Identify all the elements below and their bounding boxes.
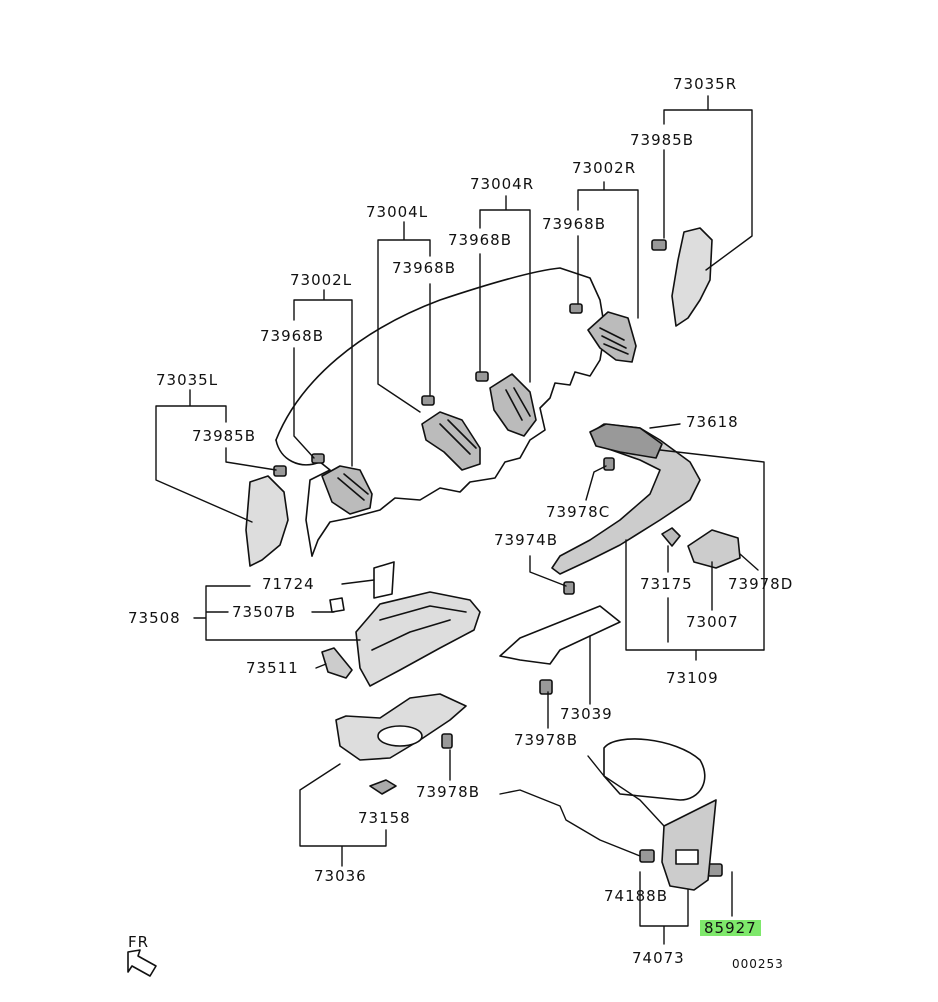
front-arrow-icon (127, 949, 157, 977)
label-71724 (373, 561, 395, 599)
part-73175 (661, 527, 681, 547)
side-cover-left (245, 475, 289, 567)
part-73158 (369, 779, 397, 795)
part-73511 (321, 647, 353, 679)
label-73974B: 73974B (494, 531, 559, 549)
vent-left-73002L (321, 465, 373, 515)
front-marker-label: FR (128, 933, 150, 951)
label-73968B-left: 73968B (260, 327, 325, 345)
label-71724: 71724 (262, 575, 315, 593)
label-73002L: 73002L (290, 271, 353, 289)
label-73511: 73511 (246, 659, 299, 677)
leader-lines (155, 95, 765, 945)
dashboard-outline (275, 267, 606, 557)
label-73968B-center-left: 73968B (392, 259, 457, 277)
label-73508: 73508 (128, 609, 181, 627)
tray-cup (377, 725, 423, 747)
label-73002R: 73002R (572, 159, 637, 177)
vent-center-right-73004R (489, 373, 537, 437)
label-73978B-lower: 73978B (416, 783, 481, 801)
label-73618: 73618 (686, 413, 739, 431)
glove-box-inner (371, 605, 467, 651)
label-73109: 73109 (666, 669, 719, 687)
label-85927-highlighted[interactable]: 85927 (700, 920, 761, 936)
vent-center-left-73004L (421, 411, 481, 471)
label-74188B: 74188B (604, 887, 669, 905)
dashboard-inner (275, 439, 331, 557)
trim-73618 (589, 423, 663, 459)
label-73035L: 73035L (156, 371, 219, 389)
pocket-73007 (687, 529, 741, 569)
label-73035R: 73035R (673, 75, 738, 93)
label-73985B-right: 73985B (630, 131, 695, 149)
console-switch (675, 849, 699, 865)
plate-73039 (499, 605, 621, 665)
label-73507B: 73507B (232, 603, 297, 621)
lower-center-panel (551, 423, 701, 575)
label-73175: 73175 (640, 575, 693, 593)
label-73968B-right: 73968B (542, 215, 607, 233)
console-trim-74073 (661, 799, 717, 891)
side-cover-right (671, 227, 713, 327)
label-73036: 73036 (314, 867, 367, 885)
label-74073: 74073 (632, 949, 685, 967)
label-73158: 73158 (358, 809, 411, 827)
label-73004R: 73004R (470, 175, 535, 193)
label-73978B-upper: 73978B (514, 731, 579, 749)
figure-code: 000253 (732, 957, 784, 971)
console-lid (603, 738, 706, 801)
label-73039: 73039 (560, 705, 613, 723)
glove-box-73508 (355, 591, 481, 687)
label-73968B-center-right: 73968B (448, 231, 513, 249)
label-73985B-left: 73985B (192, 427, 257, 445)
vent-right-73002R (587, 311, 637, 363)
label-73007: 73007 (686, 613, 739, 631)
label-73004L: 73004L (366, 203, 429, 221)
clips (273, 239, 723, 877)
label-73978C: 73978C (546, 503, 611, 521)
label-73978D: 73978D (728, 575, 794, 593)
part-73507B (329, 597, 345, 613)
